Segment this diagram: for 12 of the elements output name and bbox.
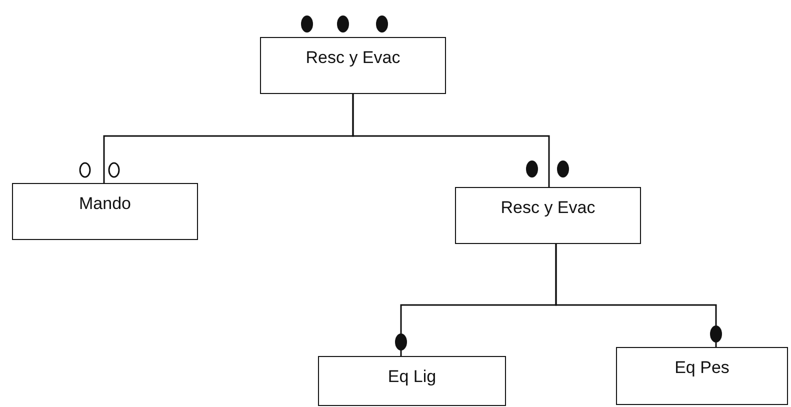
connector-line [555, 244, 717, 347]
unit-box [616, 347, 788, 405]
unit-box [12, 183, 198, 240]
unit-name: Eq Pes [674, 358, 730, 378]
unit-name: Mando [79, 194, 131, 214]
unit-name: Resc y Evac [500, 198, 596, 218]
connector-line [352, 94, 550, 187]
unit-name: Resc y Evac [306, 48, 400, 68]
unit-name: Eq Lig [388, 367, 436, 387]
unit-box [260, 37, 446, 94]
unit-box [318, 356, 506, 406]
unit-box [455, 187, 641, 244]
